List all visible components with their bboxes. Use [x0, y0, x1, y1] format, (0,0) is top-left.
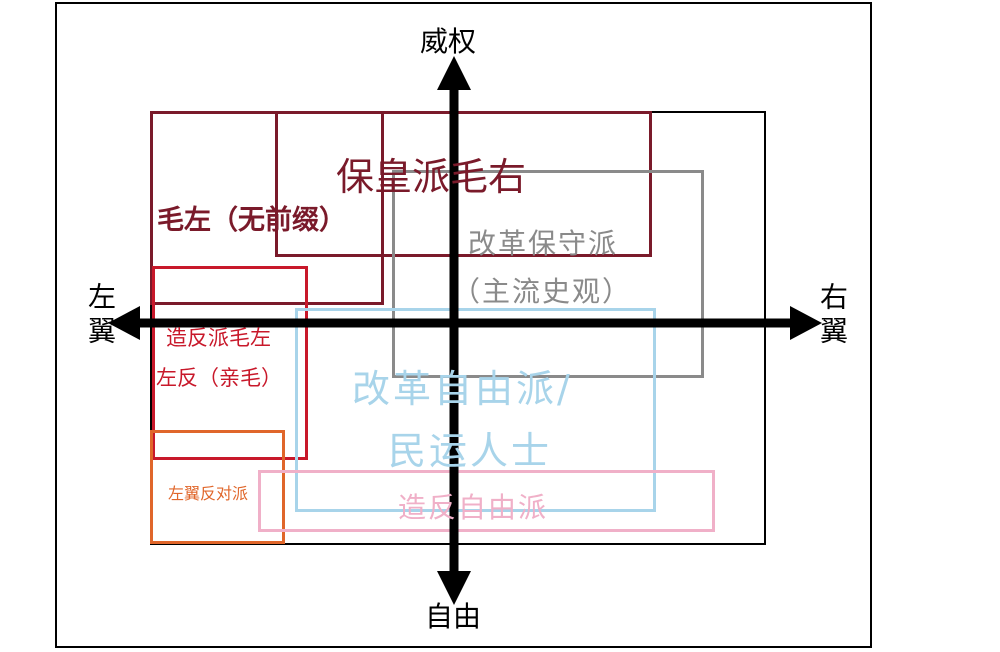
label-gaige-ziyou-line2: 民运人士: [388, 429, 553, 473]
box-gaige-baoshou: [392, 170, 704, 378]
label-gaige-ziyou-line1: 改革自由派/: [352, 367, 573, 411]
label-zaofan-ziyou: 造反自由派: [398, 491, 549, 524]
axis-label-left: 左翼: [84, 282, 117, 350]
label-zuoyi-fandui: 左翼反对派: [168, 484, 249, 503]
axis-label-top: 威权: [420, 25, 477, 58]
outer-frame: [55, 2, 872, 648]
axis-label-bottom: 自由: [425, 600, 482, 633]
axis-label-right: 右翼: [816, 282, 849, 350]
label-maozuo: 毛左（无前缀）: [157, 205, 346, 236]
label-baohuang-maoyou: 保皇派毛右: [336, 155, 527, 199]
label-zaofan-maozuo-line2: 左反（亲毛）: [156, 366, 282, 390]
box-zaofan-ziyou: [258, 470, 715, 532]
box-gaige-ziyou: [295, 308, 656, 512]
box-maozuo: [150, 111, 384, 305]
box-zaofan-maozuo: [152, 266, 308, 460]
box-baohuang-maoyou: [275, 111, 652, 257]
label-gaige-baoshou-line1: 改革保守派: [468, 227, 619, 260]
label-zaofan-maozuo-line1: 造反派毛左: [166, 326, 271, 350]
label-gaige-baoshou-line2: （主流史观）: [452, 275, 633, 308]
box-zuoyi-fandui: [150, 430, 285, 544]
